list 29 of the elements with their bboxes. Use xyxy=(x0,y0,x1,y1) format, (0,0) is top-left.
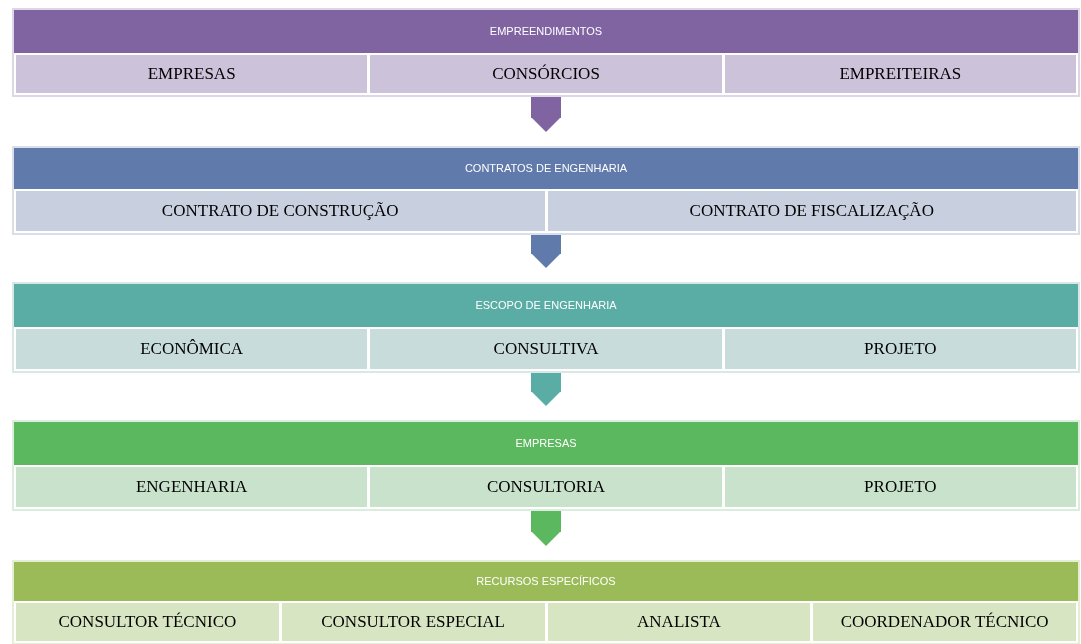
category-box: PROJETO xyxy=(724,329,1076,369)
category-box: EMPRESAS xyxy=(16,55,368,93)
level-panel xyxy=(12,420,1080,511)
category-box: CONTRATO DE CONSTRUÇÃO xyxy=(16,191,545,231)
category-box: PROJETO xyxy=(724,467,1076,507)
category-box: CONSULTOR TÉCNICO xyxy=(16,603,279,641)
block-arrow xyxy=(531,373,561,406)
category-box: ECONÔMICA xyxy=(16,329,368,369)
level-header: EMPREENDIMENTOS xyxy=(14,10,1078,53)
category-box: COORDENADOR TÉCNICO xyxy=(813,603,1076,641)
level-panel xyxy=(12,8,1080,97)
category-box: ANALISTA xyxy=(547,603,811,641)
level-header: ESCOPO DE ENGENHARIA xyxy=(14,284,1078,327)
category-box: CONSULTORIA xyxy=(370,467,722,507)
category-box: CONSULTOR ESPECIAL xyxy=(281,603,545,641)
block-arrow xyxy=(531,235,561,268)
block-arrow xyxy=(531,511,561,546)
level-header: RECURSOS ESPECÍFICOS xyxy=(14,562,1078,601)
category-box: CONTRATO DE FISCALIZAÇÃO xyxy=(547,191,1076,231)
level-panel xyxy=(12,560,1080,644)
category-box: ENGENHARIA xyxy=(16,467,368,507)
level-panel xyxy=(12,282,1080,373)
category-box: CONSÓRCIOS xyxy=(370,55,722,93)
block-arrow xyxy=(531,97,561,132)
level-header: CONTRATOS DE ENGENHARIA xyxy=(14,148,1078,189)
level-header: EMPRESAS xyxy=(14,422,1078,465)
level-panel xyxy=(12,146,1080,235)
category-box: EMPREITEIRAS xyxy=(724,55,1076,93)
category-box: CONSULTIVA xyxy=(370,329,722,369)
